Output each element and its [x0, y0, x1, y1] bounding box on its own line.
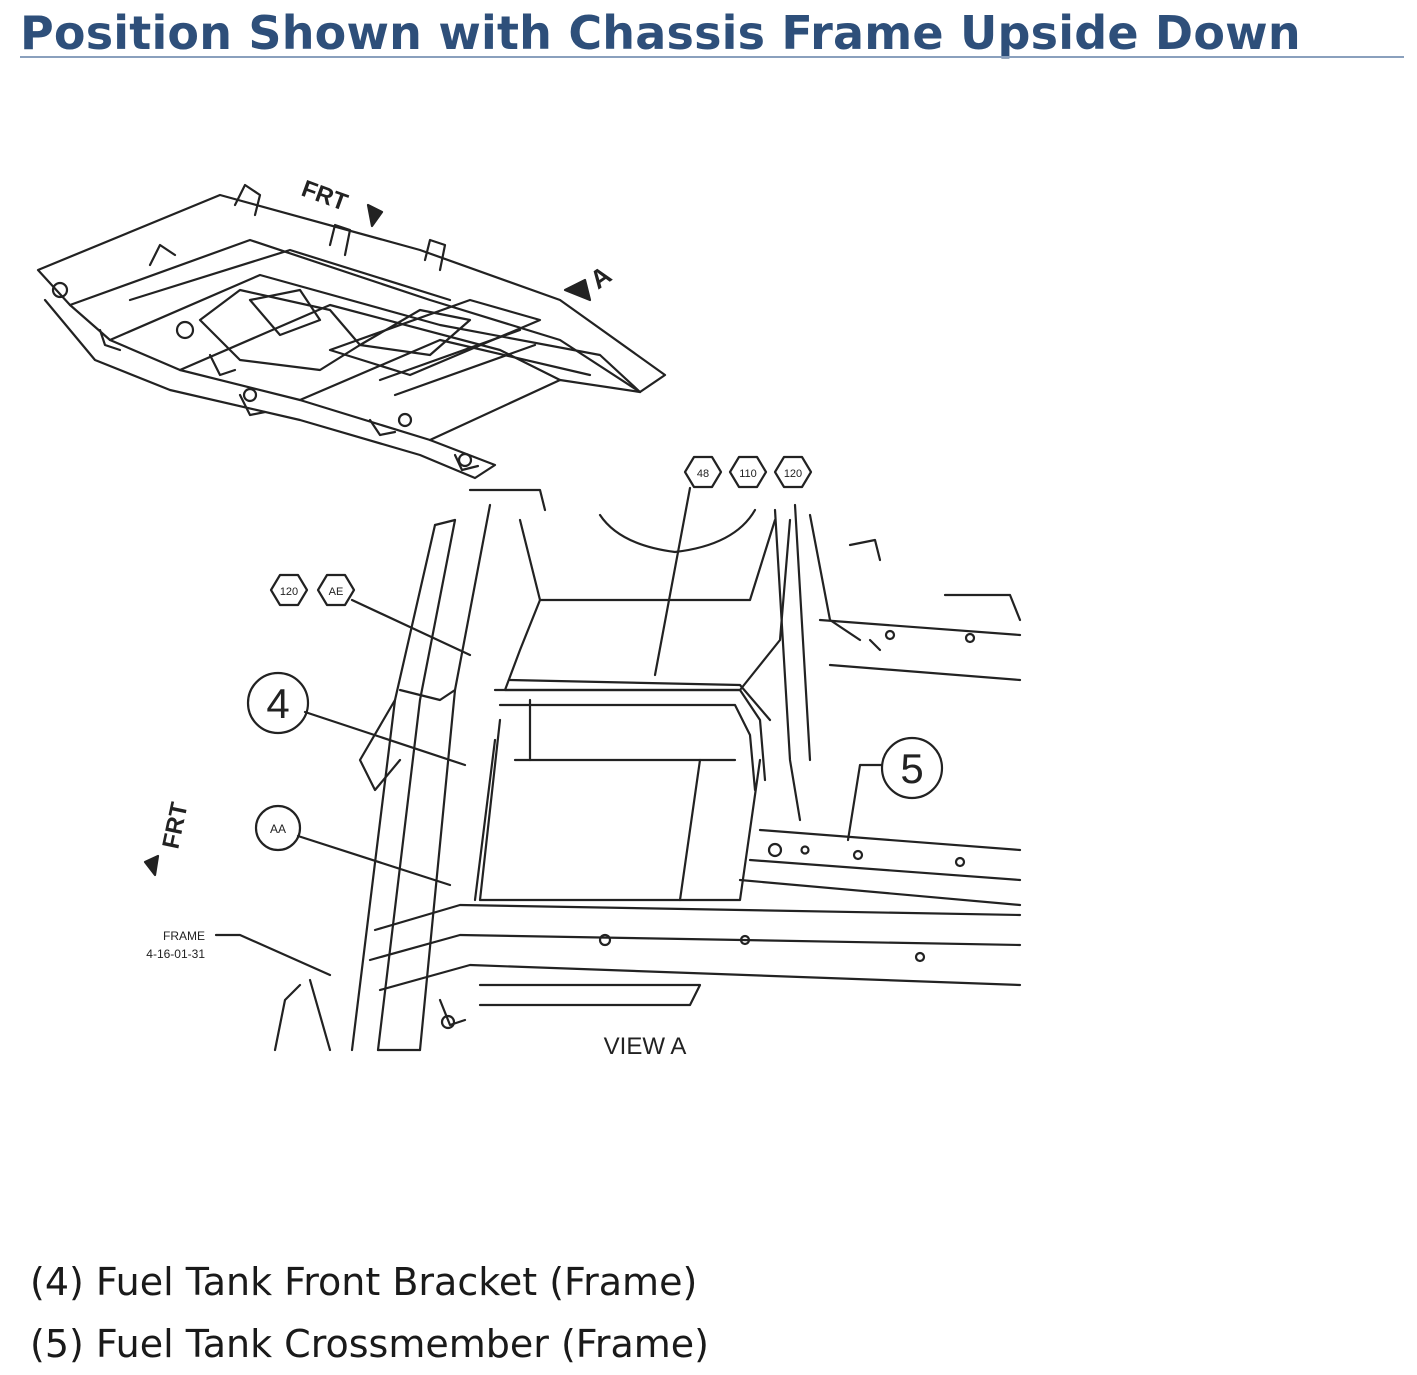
callout-aa-label: AA [270, 822, 286, 836]
legend-item-5: (5) Fuel Tank Crossmember (Frame) [30, 1322, 709, 1366]
frame-ref-label-1: FRAME [163, 929, 205, 943]
callout-aa [254, 804, 452, 887]
front-direction-arrow-top [366, 203, 384, 228]
view-a-caption: VIEW A [604, 1033, 687, 1060]
chassis-diagram: FRT A 48 110 120 120 AE 4 5 AA FRT FRAME… [36, 175, 1022, 1060]
front-direction-arrow-side [143, 854, 160, 877]
callout-4-label: 4 [266, 680, 289, 727]
view-arrow-label: A [584, 259, 617, 294]
frt-label-top: FRT [298, 175, 351, 216]
frame-reference-leader [214, 933, 332, 977]
view-a-detail [273, 488, 1022, 1052]
view-a-arrow [563, 278, 592, 302]
hex-label-ae: AE [329, 586, 344, 598]
hex-label-48: 48 [697, 468, 709, 480]
hex-callout-group-left [269, 573, 472, 657]
hex-callout-group-top [653, 455, 813, 677]
page-title: Position Shown with Chassis Frame Upside… [20, 6, 1301, 60]
hex-label-120-left: 120 [280, 586, 298, 598]
hex-label-110: 110 [739, 468, 757, 480]
callout-4 [246, 671, 467, 767]
overview-chassis-frame [36, 183, 667, 480]
title-underline [20, 56, 1404, 58]
callout-5-label: 5 [900, 745, 923, 792]
frt-label-side: FRT [157, 800, 193, 852]
callout-5 [846, 736, 944, 842]
frame-ref-label-2: 4-16-01-31 [146, 947, 205, 961]
legend-item-4: (4) Fuel Tank Front Bracket (Frame) [30, 1260, 698, 1304]
hex-label-120-top: 120 [784, 468, 802, 480]
